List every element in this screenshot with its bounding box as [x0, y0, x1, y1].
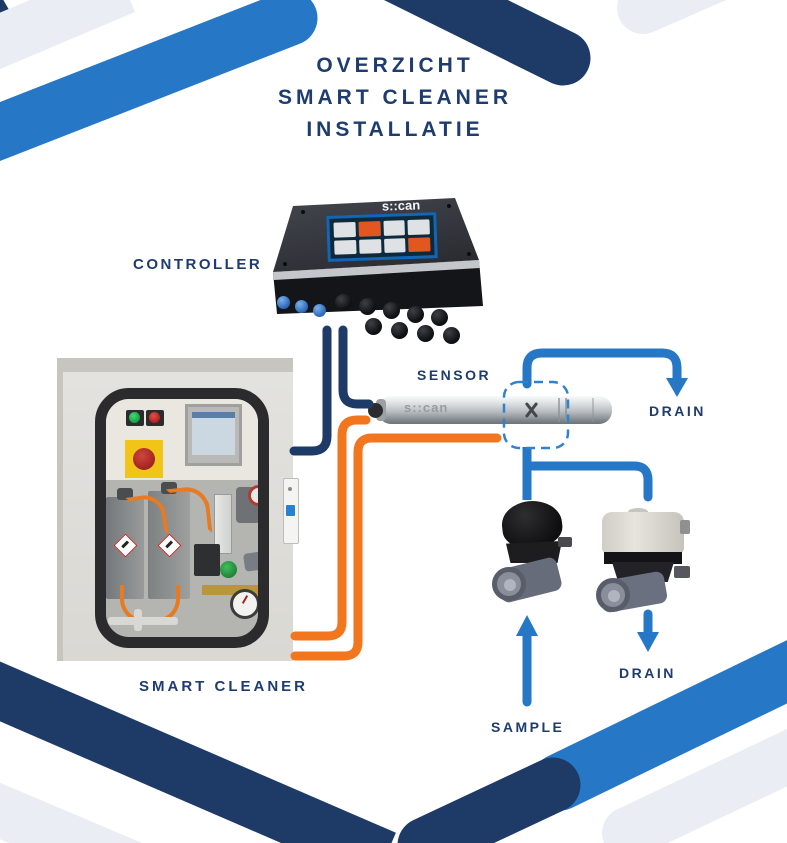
- deco-stripe-gray-top-left: [0, 0, 136, 70]
- green-regulator-knob: [220, 561, 237, 578]
- sample-label: SAMPLE: [491, 719, 565, 735]
- sensor-body: [378, 396, 612, 424]
- sensor-label: SENSOR: [417, 367, 492, 383]
- smart-cleaner-cabinet-photo: [57, 358, 299, 661]
- emergency-stop: [125, 440, 163, 478]
- controller-blue-fitting: [295, 300, 308, 313]
- controller-cable-gland: [407, 306, 424, 323]
- drain-valve: [596, 508, 694, 614]
- title-line-1: OVERZICHT: [316, 54, 474, 77]
- red-button: [149, 412, 160, 423]
- controller-cable-gland: [359, 298, 376, 315]
- air-filter-regulator: [214, 494, 232, 554]
- emergency-stop-knob: [133, 448, 155, 470]
- pump-gauge: [248, 485, 258, 506]
- drain-top-arrow-icon: [666, 378, 688, 397]
- drain-bottom-arrow-icon: [637, 632, 659, 652]
- page-title: OVERZICHT SMART CLEANER INSTALLATIE: [200, 50, 590, 146]
- orange-line-cleaner-to-sensor-tip: [290, 415, 371, 641]
- controller-cable-gland: [383, 302, 400, 319]
- controller-cable-gland: [431, 309, 448, 326]
- hmi-display: [185, 404, 242, 466]
- controller-screw: [301, 210, 305, 214]
- measuring-window-dashed-box: [502, 380, 570, 450]
- drain-bottom-label: DRAIN: [619, 665, 676, 681]
- cable-controller-to-cleaner: [289, 325, 332, 456]
- canister-cap: [117, 488, 133, 500]
- controller-cable-gland: [365, 318, 382, 335]
- valve-port: [492, 567, 526, 601]
- cabinet-window: [95, 388, 269, 648]
- sensor-probe: s::can: [368, 392, 624, 428]
- sensor-brand-logo: s::can: [404, 400, 449, 415]
- brass-manifold: [202, 585, 258, 595]
- cabinet-door-latch: [283, 478, 299, 544]
- controller-screw: [283, 262, 287, 266]
- orange-line-cleaner-to-sensor-window: [290, 433, 502, 661]
- blue-line-sensor-to-drain: [522, 348, 682, 389]
- hmi-screen: [192, 412, 235, 455]
- controller-cable-gland: [443, 327, 460, 344]
- canister-cap: [161, 482, 177, 494]
- title-line-3: INSTALLATIE: [306, 118, 484, 141]
- bottom-piping: [134, 609, 142, 631]
- hmi-screen-header: [192, 412, 235, 418]
- sensor-groove: [565, 398, 567, 422]
- controller-screw: [467, 252, 471, 256]
- controller-screw: [447, 204, 451, 208]
- controller-label: CONTROLLER: [133, 256, 263, 273]
- pressure-gauge: [230, 589, 258, 619]
- controller-cable-gland: [335, 294, 352, 311]
- solenoid-valve: [194, 544, 220, 576]
- bottom-piping: [108, 617, 178, 625]
- valve-fitting: [674, 566, 690, 578]
- valve-port: [596, 578, 630, 612]
- deco-stripe-gray-bottom-right: [602, 728, 787, 843]
- sensor-groove: [592, 398, 594, 422]
- valve-fitting: [558, 537, 572, 547]
- deco-stripe-navy-bottom-right: [397, 757, 581, 843]
- latch-blue-button: [286, 505, 295, 516]
- valve-band: [604, 552, 682, 564]
- blue-line-sensor-to-drain-valve: [522, 461, 653, 502]
- deco-stripe-blue-top-left: [0, 0, 318, 162]
- cable-controller-to-sensor: [338, 325, 374, 409]
- smart-cleaner-label: SMART CLEANER: [139, 678, 308, 695]
- deco-stripe-navy-top-right: [383, 0, 591, 86]
- latch-keyhole: [288, 487, 292, 491]
- deco-stripe-navy-bottom-left: [0, 661, 396, 843]
- controller-cable-gland: [391, 322, 408, 339]
- drain-top-label: DRAIN: [649, 403, 706, 419]
- green-button: [129, 412, 140, 423]
- controller-blue-fitting: [313, 304, 326, 317]
- sample-valve: [492, 497, 574, 605]
- sample-up-arrow-icon: [516, 615, 538, 636]
- valve-clamp: [680, 520, 690, 534]
- controller-blue-fitting: [277, 296, 290, 309]
- controller-cable-gland: [417, 325, 434, 342]
- sensor-groove: [558, 398, 560, 422]
- controller-device: s::can: [263, 196, 491, 344]
- valve-actuator-cylinder: [602, 512, 684, 554]
- title-line-2: SMART CLEANER: [278, 86, 512, 109]
